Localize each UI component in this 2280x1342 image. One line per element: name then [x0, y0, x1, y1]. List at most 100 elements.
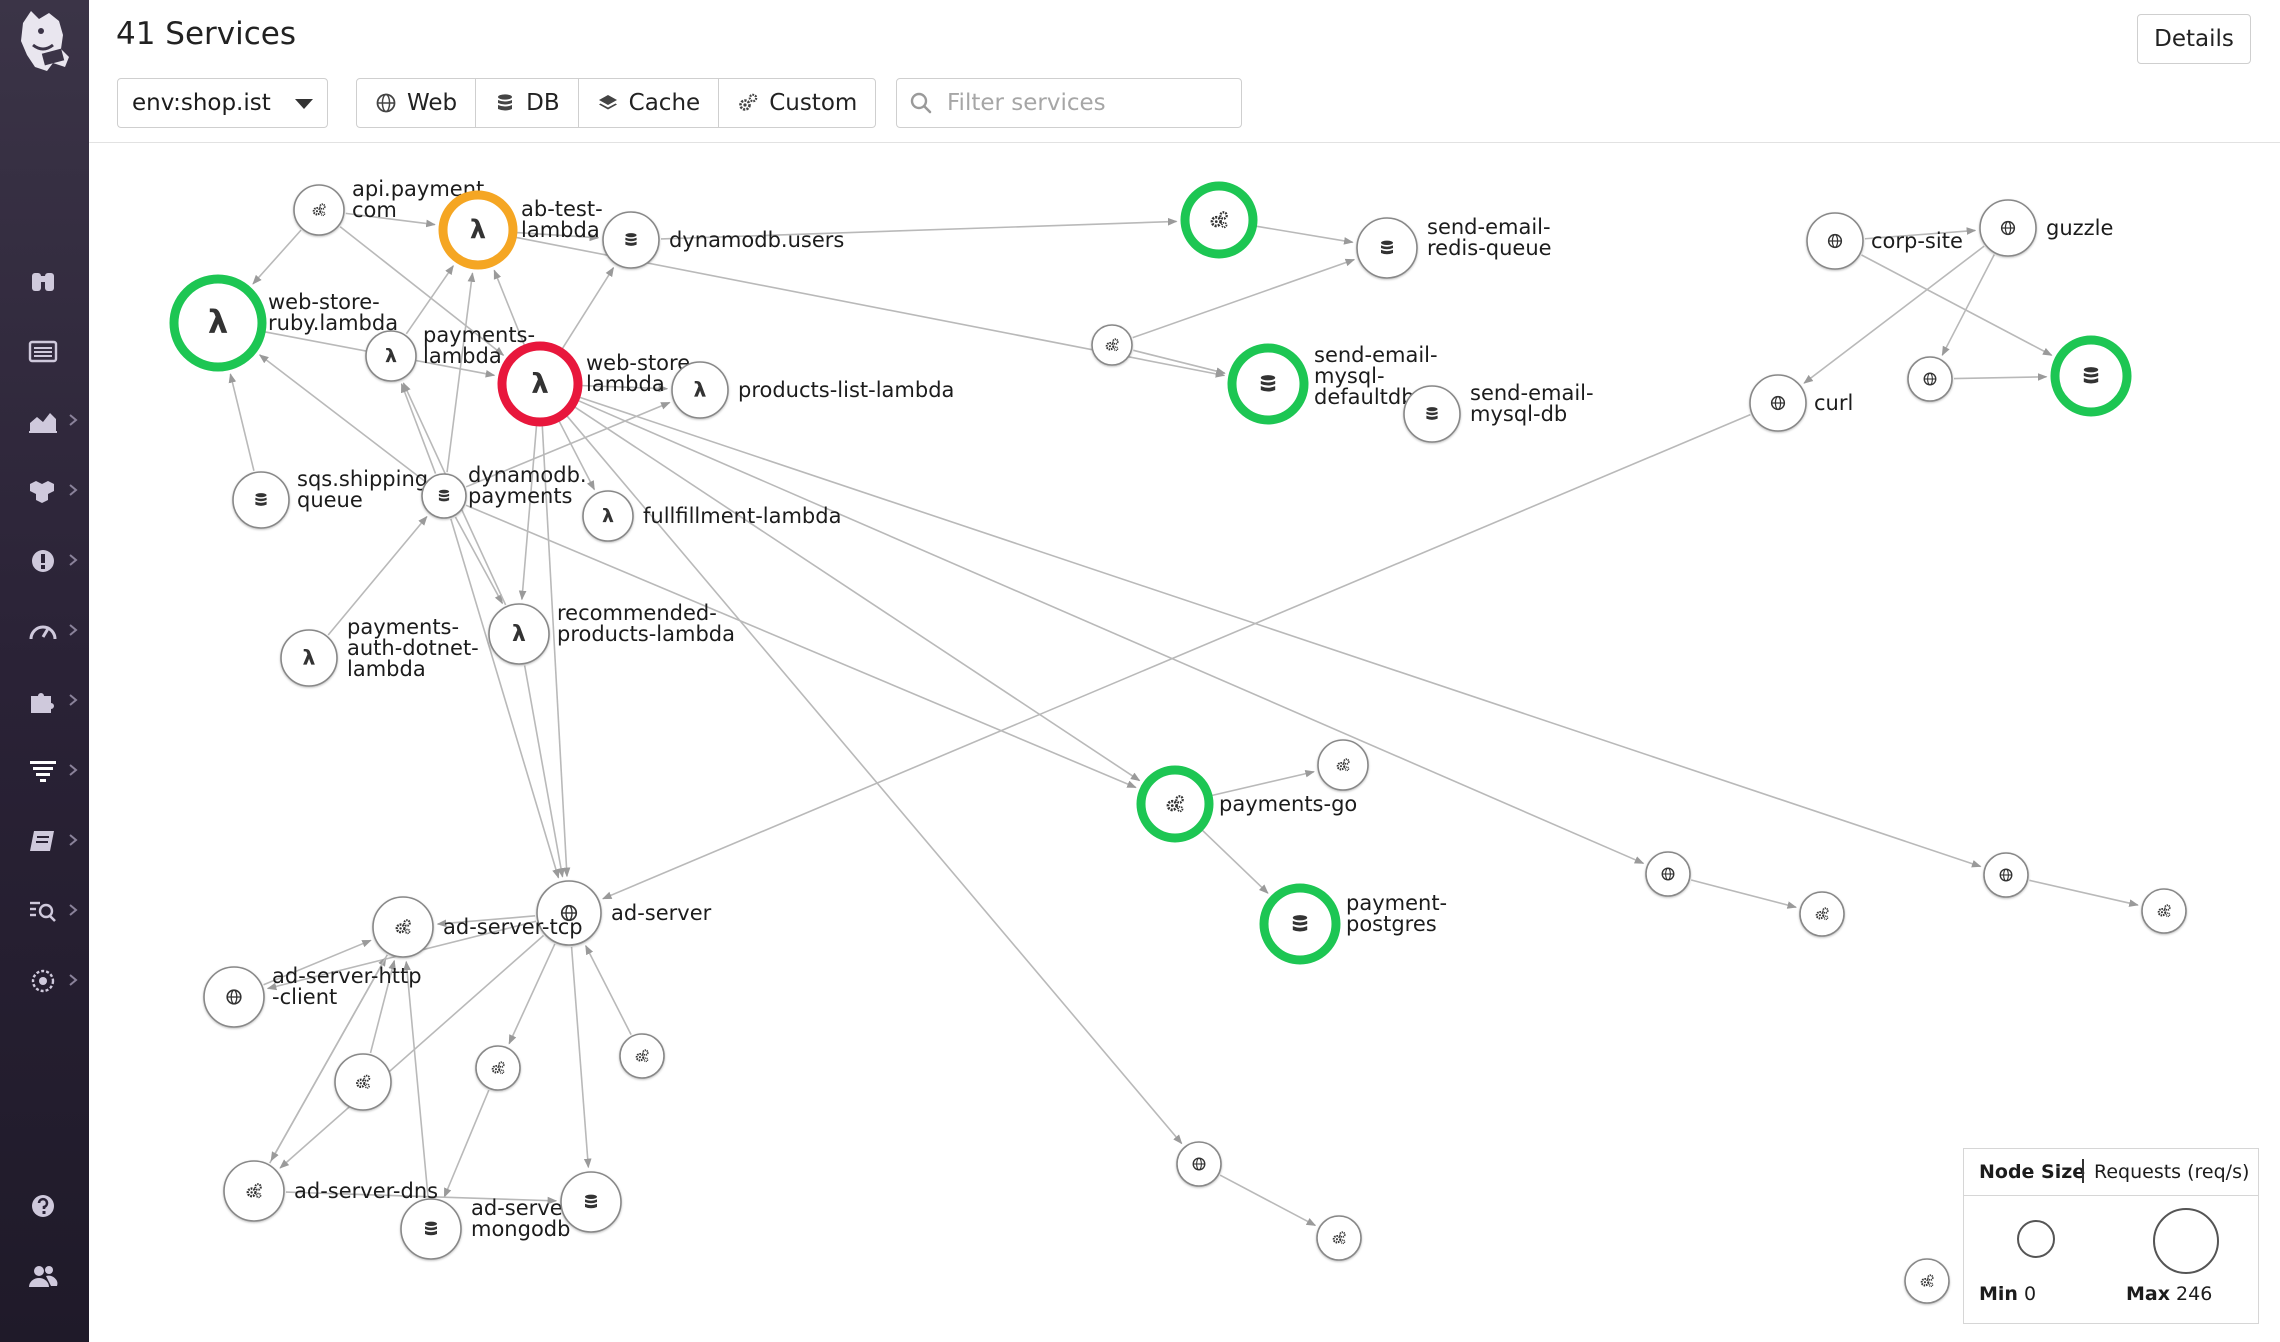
sidebar-item-help[interactable] [0, 1180, 89, 1230]
details-button[interactable]: Details [2137, 14, 2251, 64]
edge-ab-test-lambda-to-dynamodb-users [514, 231, 600, 242]
service-node-corp-site[interactable]: corp-site [1806, 212, 1963, 270]
filter-cache-button[interactable]: Cache [579, 79, 720, 127]
service-node-dynamodb-users[interactable]: dynamodb.users [602, 211, 844, 269]
sidebar-item-binoculars[interactable] [0, 255, 89, 305]
service-node-guzzle[interactable]: guzzle [1979, 199, 2113, 257]
service-node-ad-server-tcp[interactable]: ad-server-tcp [372, 896, 583, 958]
service-node-unnamed-web-14[interactable] [1176, 1141, 1222, 1187]
node-label-line: lambda [423, 344, 502, 368]
service-node-sqs-shipping-queue[interactable]: sqs.shipping-queue [232, 467, 436, 529]
edge-web-store-lambda-to-unnamed-web-6 [576, 399, 1645, 865]
service-node-unnamed-db-13[interactable] [560, 1171, 622, 1233]
service-node-ab-test-lambda[interactable]: λ ab-test-lambda [438, 190, 603, 270]
service-node-unnamed-custom-10[interactable] [334, 1053, 392, 1111]
service-node-unnamed-custom-9[interactable] [2141, 888, 2187, 934]
legend-min-label: Min [1979, 1283, 2018, 1305]
datadog-logo[interactable] [13, 5, 75, 75]
sidebar-item-gauge[interactable] [0, 605, 89, 655]
service-node-unnamed-web-6[interactable] [1645, 851, 1691, 897]
edge-dynamodb-payments-to-payments-go [465, 504, 1137, 789]
node-label: ad-server [611, 901, 712, 925]
service-node-unnamed-custom-7[interactable] [1799, 891, 1845, 937]
edge-curl-to-ad-server [602, 413, 1751, 900]
filter-services-search [896, 78, 1242, 128]
sidebar-item-log-search[interactable] [0, 885, 89, 935]
filter-db-button[interactable]: DB [476, 79, 579, 127]
edge-dynamodb-payments-to-web-store-ruby-lambda [258, 354, 426, 483]
svg-text:λ: λ [208, 303, 228, 341]
globe-icon [1192, 1157, 1206, 1171]
sidebar-item-puzzle[interactable] [0, 675, 89, 725]
sidebar-item-alert[interactable] [0, 535, 89, 585]
service-node-ad-server-http-client[interactable]: ad-server-http-client [203, 964, 422, 1028]
filter-web-label: Web [407, 90, 458, 116]
service-node-unnamed-custom-2[interactable] [1091, 324, 1133, 366]
edge-web-store-lambda-to-ad-server [541, 423, 571, 878]
service-node-unnamed-custom-11[interactable] [475, 1045, 521, 1091]
sidebar-item-list[interactable] [0, 325, 89, 375]
service-node-unnamed-custom-5[interactable] [1317, 739, 1369, 791]
service-node-recommended-products-lambda[interactable]: λ recommended-products-lambda [488, 601, 735, 665]
service-node-send-email-mysql-defaultdb[interactable]: send-email-mysql-defaultdb [1227, 343, 1438, 425]
service-node-ad-server-dns[interactable]: ad-server-dns [223, 1160, 438, 1222]
sidebar-item-apm[interactable] [0, 745, 89, 795]
node-label-line: lambda [521, 218, 600, 242]
node-label: ad-server-tcp [443, 915, 583, 939]
node-label-line: ab-test- [521, 197, 603, 221]
node-label: recommended-products-lambda [557, 601, 735, 646]
node-label: ad-server-mongodb [471, 1196, 578, 1241]
env-select[interactable]: env:shop.ist [117, 78, 328, 128]
service-node-unnamed-green-custom-1[interactable] [1180, 181, 1258, 259]
search-input[interactable] [945, 87, 1229, 119]
service-node-send-email-mysql-db[interactable]: send-email-mysql-db [1403, 381, 1594, 443]
security-icon [31, 969, 55, 993]
sidebar-item-team[interactable] [0, 1250, 89, 1300]
lambda-icon: λ [512, 622, 526, 647]
legend-separator [2082, 1159, 2084, 1183]
sidebar-item-area-chart[interactable] [0, 395, 89, 445]
service-node-payment-postgres[interactable]: payment-postgres [1259, 883, 1447, 965]
filter-web-button[interactable]: Web [357, 79, 477, 127]
globe-icon [1923, 372, 1937, 386]
edge-ad-server-to-ad-server-dns [279, 934, 545, 1169]
service-node-unnamed-custom-12[interactable] [619, 1033, 665, 1079]
edge-api-payment-to-ab-test-lambda [345, 212, 436, 228]
sidebar-item-notebook[interactable] [0, 815, 89, 865]
sidebar [0, 0, 89, 1342]
database-icon [438, 489, 450, 502]
service-node-ad-server[interactable]: ad-server [536, 880, 712, 946]
legend-max-label: Max [2126, 1283, 2170, 1305]
service-node-unnamed-web-8[interactable] [1983, 852, 2029, 898]
service-node-unnamed-custom-15[interactable] [1316, 1215, 1362, 1261]
filter-custom-button[interactable]: Custom [719, 79, 875, 127]
service-node-unnamed-custom-16[interactable] [1904, 1258, 1950, 1304]
svg-text:λ: λ [470, 215, 486, 245]
node-label-line: mysql-db [1470, 402, 1567, 426]
gears-icon [1920, 1274, 1934, 1288]
node-label-line: com [352, 198, 397, 222]
sidebar-item-security[interactable] [0, 955, 89, 1005]
service-node-payments-go[interactable]: payments-go [1136, 765, 1357, 843]
edge-ad-server-to-unnamed-custom-11 [508, 943, 556, 1045]
svg-text:λ: λ [303, 645, 316, 669]
service-node-curl[interactable]: curl [1749, 374, 1853, 432]
lambda-icon: λ [385, 345, 397, 367]
service-node-unnamed-green-db-4[interactable] [2050, 335, 2132, 417]
legend-min-circle [2017, 1220, 2055, 1258]
gears-icon [1336, 758, 1350, 772]
service-node-dynamodb-payments[interactable]: dynamodb.payments [421, 463, 587, 519]
service-node-api-payment[interactable]: api.payment.com [293, 177, 491, 236]
legend-metric: Requests (req/s) [2094, 1161, 2250, 1183]
sidebar-item-hexagons[interactable] [0, 465, 89, 515]
service-node-ad-server-mongodb[interactable]: ad-server-mongodb [400, 1196, 578, 1260]
service-node-unnamed-web-3[interactable] [1907, 356, 1953, 402]
service-node-send-email-redis-queue[interactable]: send-email-redis-queue [1356, 215, 1552, 279]
node-label-line: curl [1814, 391, 1853, 415]
